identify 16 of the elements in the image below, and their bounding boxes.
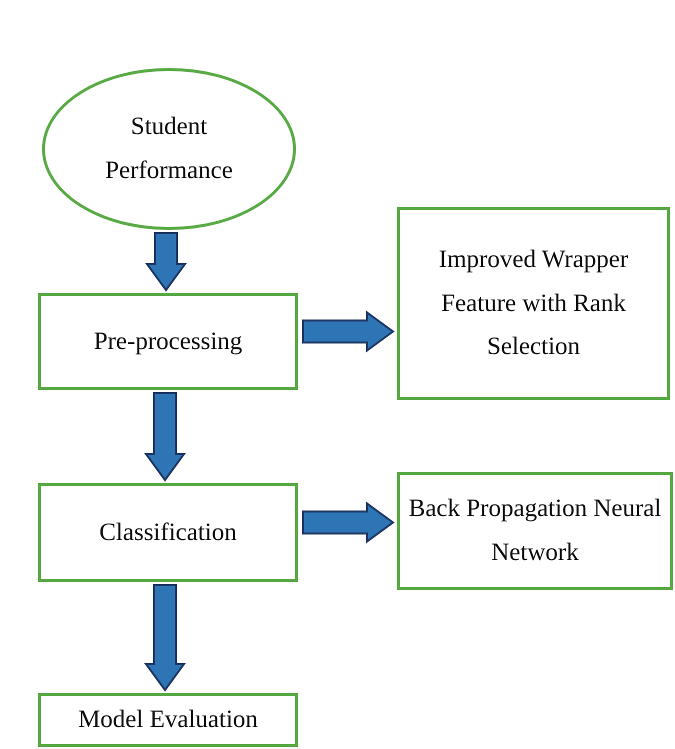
process-box xyxy=(38,483,298,582)
node-label: Classification xyxy=(99,518,237,548)
node-label: Pre-processing xyxy=(94,326,242,357)
process-box xyxy=(38,293,298,390)
node-label: Improved Wrapper Feature with Rank Selection xyxy=(438,244,630,362)
block-arrow xyxy=(144,584,186,692)
block-arrow xyxy=(302,502,395,544)
block-arrow xyxy=(302,310,395,352)
node-label: Student Performance xyxy=(104,112,234,186)
process-box xyxy=(38,693,298,747)
node-label: Model Evaluation xyxy=(78,705,258,736)
node-label: Back Propagation Neural Network xyxy=(408,494,662,568)
block-arrow xyxy=(145,232,187,292)
block-arrow xyxy=(144,392,186,482)
process-box xyxy=(397,472,673,590)
process-box xyxy=(397,207,670,400)
